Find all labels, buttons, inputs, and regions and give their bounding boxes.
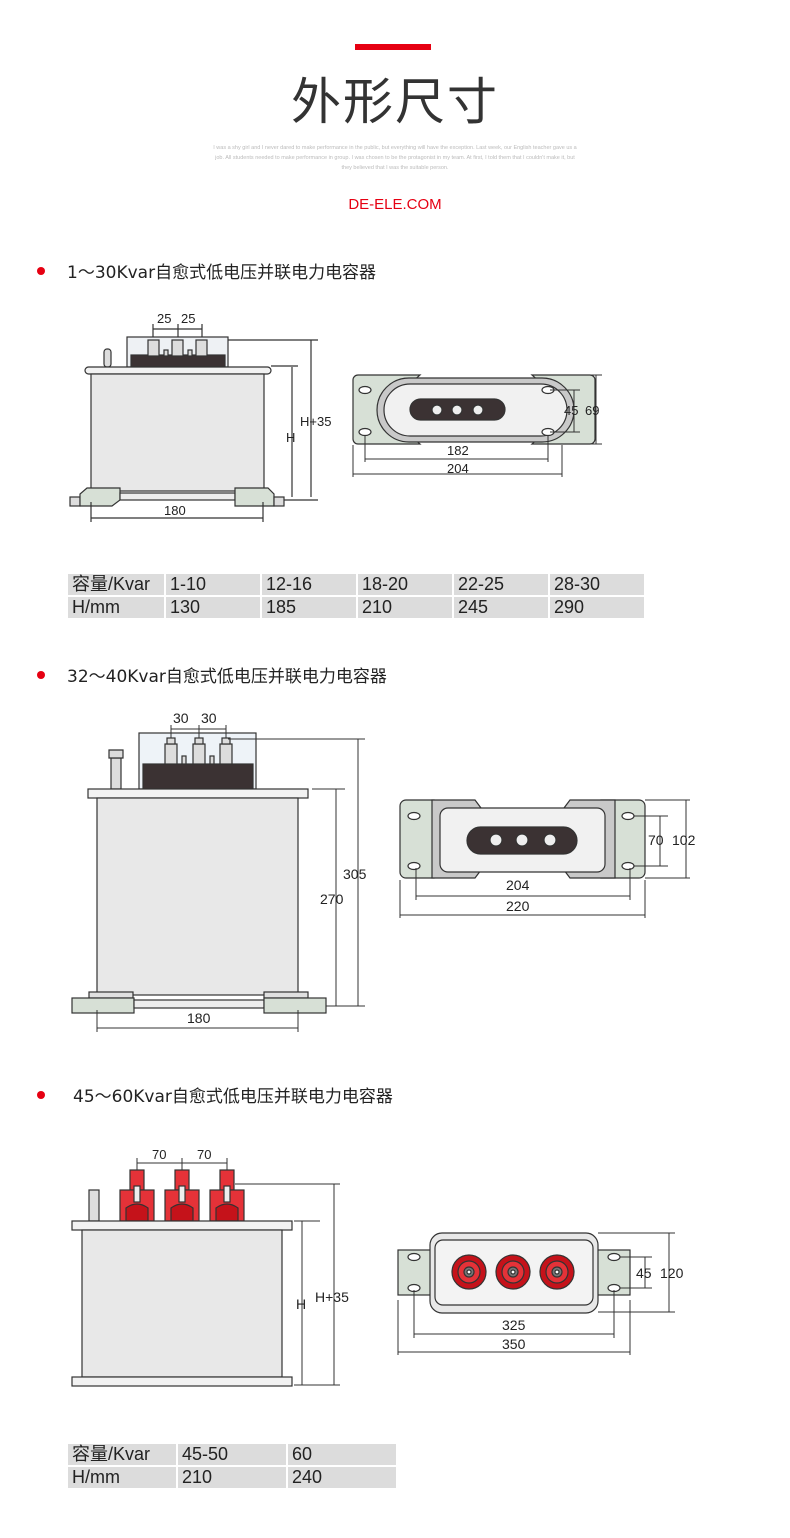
terminal-base (130, 354, 226, 368)
dim-overall-depth: 69 (585, 403, 599, 418)
dim-height: 270 (320, 891, 344, 907)
section-title-3: 45～60Kvar自愈式低电压并联电力电容器 (37, 1082, 393, 1107)
table-row-height: H/mm 130 185 210 245 290 (68, 597, 644, 618)
site-link[interactable]: DE-ELE.COM (348, 196, 442, 213)
terminal-base (142, 763, 254, 790)
ground-stud (110, 757, 122, 790)
lid (87, 788, 309, 799)
table-row-height: H/mm 210 240 (68, 1467, 396, 1488)
table-cell: 185 (262, 597, 356, 618)
table-cell: 容量/Kvar (68, 574, 164, 595)
table-row-capacity: 容量/Kvar 45-50 60 (68, 1444, 396, 1465)
front-view-diagram-2: 30 30 270 305 180 (71, 710, 367, 1032)
table-cell: 240 (288, 1467, 396, 1488)
bullet-dot-icon (37, 266, 45, 275)
section-title-text: 32～40Kvar自愈式低电压并联电力电容器 (67, 667, 387, 687)
bullet-dot-icon (37, 670, 45, 679)
top-view-diagram-2: 204 220 70 102 (399, 799, 696, 918)
dim-terminal-spacing-2b: 30 (201, 710, 217, 726)
dim-height: H (296, 1296, 306, 1312)
decorative-blurb: I was a shy girl and I never dared to ma… (213, 145, 577, 171)
table-row-capacity: 容量/Kvar 1-10 12-16 18-20 22-25 28-30 (68, 574, 644, 595)
front-view-diagram-3: 70 70 H H+35 (71, 1147, 349, 1387)
table-cell: 210 (358, 597, 452, 618)
red-bushing (451, 1254, 575, 1290)
table-cell: 18-20 (358, 574, 452, 595)
dim-terminal-spacing-1a: 25 (157, 311, 171, 326)
table-cell: 22-25 (454, 574, 548, 595)
table-cell: 1-10 (166, 574, 260, 595)
title-accent-bar (355, 44, 431, 50)
top-view-diagram-3: 325 350 45 120 (397, 1232, 684, 1355)
section-title-2: 32～40Kvar自愈式低电压并联电力电容器 (37, 662, 387, 687)
table-cell: 45-50 (178, 1444, 286, 1465)
page-title: 外形尺寸 (291, 73, 499, 131)
dim-total-height: 305 (343, 866, 367, 882)
dim-hole-pitch: 45 (636, 1265, 652, 1281)
dim-terminal-spacing-3a: 70 (152, 1147, 166, 1162)
dim-width: 180 (164, 503, 186, 518)
table-cell: 290 (550, 597, 644, 618)
table-cell: H/mm (68, 1467, 176, 1488)
capacitor-body (90, 373, 265, 492)
section-title-1: 1～30Kvar自愈式低电压并联电力电容器 (37, 258, 376, 283)
top-view-diagram-1: 182 204 45 69 (352, 374, 602, 477)
dim-hole-spacing: 325 (502, 1317, 526, 1333)
dim-terminal-spacing-2a: 30 (173, 710, 189, 726)
capacitor-body (81, 1229, 283, 1378)
dim-overall-width: 350 (502, 1336, 526, 1352)
table-cell: 12-16 (262, 574, 356, 595)
dim-overall-depth: 120 (660, 1265, 684, 1281)
dim-hole-spacing: 204 (506, 877, 530, 893)
table-cell: 60 (288, 1444, 396, 1465)
dim-hole-pitch: 45 (564, 403, 578, 418)
section-title-text: 45～60Kvar自愈式低电压并联电力电容器 (73, 1087, 393, 1107)
table-cell: 210 (178, 1467, 286, 1488)
lid (84, 366, 272, 375)
dim-overall-depth: 102 (672, 832, 696, 848)
capacitor-body (96, 797, 299, 996)
dim-terminal-spacing-1b: 25 (181, 311, 195, 326)
front-view-diagram-1: 25 25 H H+35 180 (69, 311, 331, 522)
section-title-text: 1～30Kvar自愈式低电压并联电力电容器 (67, 263, 377, 283)
dim-total-height: H+35 (315, 1289, 349, 1305)
spec-table-1: 容量/Kvar 1-10 12-16 18-20 22-25 28-30 H/m… (66, 572, 646, 620)
table-cell: 130 (166, 597, 260, 618)
spec-table-3: 容量/Kvar 45-50 60 H/mm 210 240 (66, 1442, 398, 1490)
dim-overall-width: 204 (447, 461, 469, 476)
bullet-dot-icon (37, 1090, 45, 1099)
dim-width: 180 (187, 1010, 211, 1026)
dim-overall-width: 220 (506, 898, 530, 914)
dim-terminal-spacing-3b: 70 (197, 1147, 211, 1162)
table-cell: 容量/Kvar (68, 1444, 176, 1465)
dim-total-height: H+35 (300, 414, 331, 429)
dim-hole-spacing: 182 (447, 443, 469, 458)
table-cell: 28-30 (550, 574, 644, 595)
ground-stud (103, 348, 112, 368)
ground-stud (88, 1189, 100, 1222)
dim-hole-pitch: 70 (648, 832, 664, 848)
lid (71, 1220, 293, 1231)
table-cell: 245 (454, 597, 548, 618)
dim-height: H (286, 430, 295, 445)
table-cell: H/mm (68, 597, 164, 618)
